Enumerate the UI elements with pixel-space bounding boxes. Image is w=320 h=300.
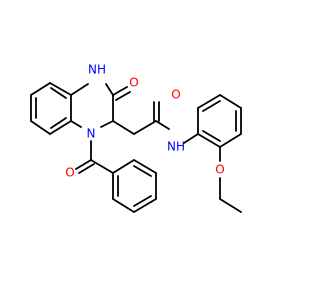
bond [112, 198, 135, 213]
bond [75, 159, 92, 170]
bond [202, 130, 221, 142]
bond [70, 83, 89, 96]
atom-label-o-ethoxy: O [215, 163, 224, 177]
bond [112, 159, 135, 174]
atom-label-nh-ring: NH [88, 63, 106, 77]
bond [70, 120, 82, 128]
molecule-structure: NH O N O O NH O [30, 62, 242, 213]
bond [197, 94, 221, 109]
bond [112, 86, 128, 96]
bond [50, 87, 67, 99]
bond [133, 195, 152, 207]
bond [219, 198, 242, 213]
bond [155, 120, 170, 130]
bond [115, 91, 131, 101]
bond [50, 117, 67, 129]
bond [112, 120, 135, 135]
atom-label-o-ring-carbonyl: O [129, 76, 138, 90]
bond-layer [30, 82, 242, 213]
bond [100, 120, 114, 128]
bond [197, 133, 221, 148]
bond [133, 159, 157, 174]
bond [133, 198, 157, 213]
bond [219, 133, 242, 148]
atom-label-n-ring: N [87, 127, 96, 141]
bond [133, 165, 152, 177]
bond [105, 83, 114, 96]
bond [30, 82, 51, 96]
atom-label-nh-amide: NH [167, 140, 185, 154]
bond [90, 159, 114, 174]
bond [202, 100, 221, 112]
bond [183, 133, 199, 144]
bond [78, 163, 95, 174]
bond [133, 120, 157, 135]
atom-label-layer: NH O N O O NH O [65, 63, 224, 180]
bond [219, 94, 242, 109]
atom-label-o-side-carbonyl: O [171, 88, 180, 102]
bond [49, 120, 72, 135]
bond [49, 82, 72, 96]
bond [30, 120, 51, 135]
atom-label-o-benzoyl: O [65, 166, 74, 180]
